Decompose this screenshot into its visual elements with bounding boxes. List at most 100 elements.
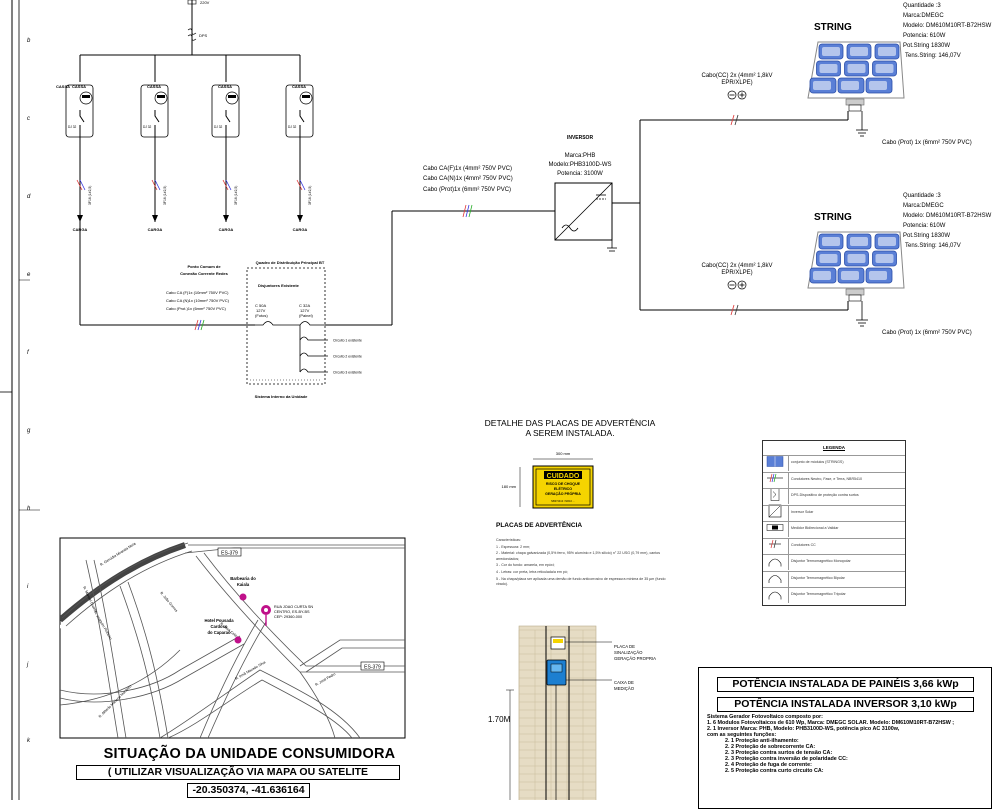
legend-text: Condutores Neutro, Fase, e Terra, NBR541… <box>791 476 863 481</box>
map-pin-barbearia <box>239 593 247 601</box>
dc-cable-label: Cabo(CC) 2x (4mm² 1,8kV <box>701 263 772 269</box>
string-tens: Tens.String: 146,07V <box>905 243 961 249</box>
pcc-label: Ponto Comum de <box>187 264 221 269</box>
legend-icon <box>766 456 784 467</box>
ac-cable-label-1: Cabo CA(F)1x (4mm² 750V PVC) <box>423 166 512 172</box>
pole-height: 1.70M <box>488 715 511 724</box>
legend-text: Disjuntor Termomagnético Monopolar <box>791 559 851 563</box>
casa-dj: DJ 32 <box>143 125 152 129</box>
legend-text: Disjuntor Termomagnético Bipolar <box>791 575 845 580</box>
pcc-cable-2: Cabo CA (N)1x (10mm² 750V PVC) <box>166 298 230 303</box>
casa-dj: DJ 32 <box>68 125 77 129</box>
characteristic-line: Características: <box>496 538 521 542</box>
legend-text: DPS-Dispositivo de proteção contra surto… <box>791 493 859 497</box>
qd-footer: Sistema Interno da Unidade <box>255 394 308 399</box>
solar-panel-icon <box>807 41 905 137</box>
row-letter: b <box>27 38 31 44</box>
legend-row: Medidor Bidirecional a Validar <box>763 521 905 537</box>
dc-cable-isol: EPR/XLPE) <box>721 80 752 86</box>
inverter-power: Potencia: 3100W <box>557 171 603 177</box>
pole-placa-1: PLACA DE <box>614 644 635 649</box>
string-quantity: Quantidade :3 <box>903 3 941 9</box>
legend-symbol-cell <box>763 472 789 488</box>
legend-row: Disjuntor Termomagnético Tripolar <box>763 587 905 603</box>
svg-text:ES-379: ES-379 <box>221 551 238 557</box>
row-letter: j <box>26 662 29 668</box>
location-map: ES-379 ES-379 R. Gercídia Miranda Mota R… <box>59 537 406 739</box>
coordinates: -20.350374, -41.636164 <box>187 783 310 798</box>
casa-label: CASSA <box>147 84 161 89</box>
legend-text: Medidor Bidirecional a Validar <box>791 526 839 530</box>
sign-width-label: 300 mm <box>556 451 571 456</box>
inverter-brand: Marca:PHB <box>565 153 596 159</box>
power-panels: POTÊNCIA INSTALADA DE PAINÉIS 3,66 kWp <box>717 677 974 692</box>
svg-text:Cardoso: Cardoso <box>211 624 228 629</box>
pole-placa-2: SINALIZAÇÃO <box>614 650 643 655</box>
circuit-label: Circuito 2 existente <box>333 355 362 359</box>
meter-label: 220V <box>200 0 210 5</box>
breaker-pv-symbol <box>299 321 325 326</box>
qd-circuit: Circuito 1 existente <box>299 336 362 343</box>
legend-symbol-cell <box>763 489 789 504</box>
ac-cable-ticks <box>462 204 473 218</box>
legend-symbol-cell <box>763 555 789 570</box>
string-pot: Pot.String 1830W <box>903 233 950 239</box>
ac-cable-label-2: Cabo CA(N)1x (4mm² 750V PVC) <box>423 176 513 182</box>
string-model: Modelo: DM610M10RT-B72HSW <box>903 213 992 219</box>
distribution-board-outline <box>246 267 326 385</box>
system-description: Sistema Gerador Fotovoltaico composto po… <box>707 714 983 774</box>
casa-dj: DJ 32 <box>214 125 223 129</box>
casa-label: CASSA <box>218 84 232 89</box>
characteristic-line: 3 - Cor do fundo: amarela, em epóxi; <box>496 563 555 568</box>
string-title: STRING <box>814 212 852 223</box>
road-badge-1: ES-379 <box>217 547 242 557</box>
casa-circuits: CASSA DJ 32 3F16 (1#2,5) CARGA CASSA DJ 32 3F1… <box>56 55 314 232</box>
svg-text:Hotel Pousada: Hotel Pousada <box>204 618 234 623</box>
dps-label: DPS <box>199 33 208 38</box>
row-letter: h <box>27 506 31 512</box>
string-prot-cable: Cabo (Prot) 1x (6mm² 750V PVC) <box>882 140 972 146</box>
legend-text: Disjuntor Termomagnético Tripolar <box>791 592 846 596</box>
legend-table: LEGENDA conjunto de módulos (STRINGS)Con… <box>762 440 906 606</box>
svg-text:do Caparaó: do Caparaó <box>207 630 230 635</box>
meter-symbol <box>187 0 197 5</box>
qd-circuit: Circuito 2 existente <box>299 352 362 359</box>
sign-line-2: ELÉTRICO <box>554 486 572 491</box>
legend-icons <box>766 456 784 600</box>
string-groups: STRING Quantidade :3 Marca:DMEGC Modelo: DM… <box>701 3 991 336</box>
sign-line-1: RISCO DE CHOQUE <box>546 482 581 486</box>
casa-carga: CARGA <box>219 227 234 232</box>
legend-symbol-cell <box>763 588 789 603</box>
ac-cable-label-3: Cabo (Prot)1x (6mm² 750V PVC) <box>423 187 511 193</box>
situacao-subtitle: ( UTILIZAR VISUALIZAÇÃO VIA MAPA OU SATE… <box>76 765 400 780</box>
pcc-cable-3: Cabo (Prot.)1x (6mm² 750V PVC) <box>166 306 226 311</box>
casa-circuit: CASSA DJ 32 3F16 (1#2,5) CARGA <box>211 55 240 232</box>
string-brand: Marca:DMEGC <box>903 13 944 19</box>
solar-panel-icon <box>807 231 905 327</box>
casa-cable-label: 3F16 (1#2,5) <box>308 186 312 205</box>
string-model: Modelo: DM610M10RT-B72HSW <box>903 23 992 29</box>
function-line: 2. 1 Proteção anti-ilhamento: <box>725 738 799 744</box>
string-prot-cable: Cabo (Prot) 1x (6mm² 750V PVC) <box>882 330 972 336</box>
row-letter: k <box>27 738 31 744</box>
desc-line: 1. 6 Modulos Fotovoltaicos de 610 Wp, Ma… <box>707 720 955 726</box>
svg-text:Kaiala: Kaiala <box>237 582 250 587</box>
casa-cable-label: 3F16 (1#2,5) <box>163 186 167 205</box>
casa-cable-label: 3F16 (1#2,5) <box>234 186 238 205</box>
characteristic-line: 2 - Material: chapa galvanizada (0,5% fe… <box>496 551 661 561</box>
pole-caixa-1: CAIXA DE <box>614 680 634 685</box>
function-line: 2. 4 Proteção de fuga de corrente: <box>725 762 812 768</box>
legend-row: Condutores Neutro, Fase, e Terra, NBR541… <box>763 471 905 488</box>
warning-detail-title: DETALHE DAS PLACAS DE ADVERTÊNCIA A SERE… <box>470 418 670 438</box>
legend-icon <box>768 575 782 583</box>
svg-text:ES-379: ES-379 <box>364 665 381 671</box>
casa-carga: CARGA <box>293 227 308 232</box>
legend-row: Disjuntor Termomagnético Bipolar <box>763 570 905 587</box>
desc-line: Sistema Gerador Fotovoltaico composto po… <box>707 714 823 720</box>
sign-title: CUIDADO <box>547 473 580 480</box>
